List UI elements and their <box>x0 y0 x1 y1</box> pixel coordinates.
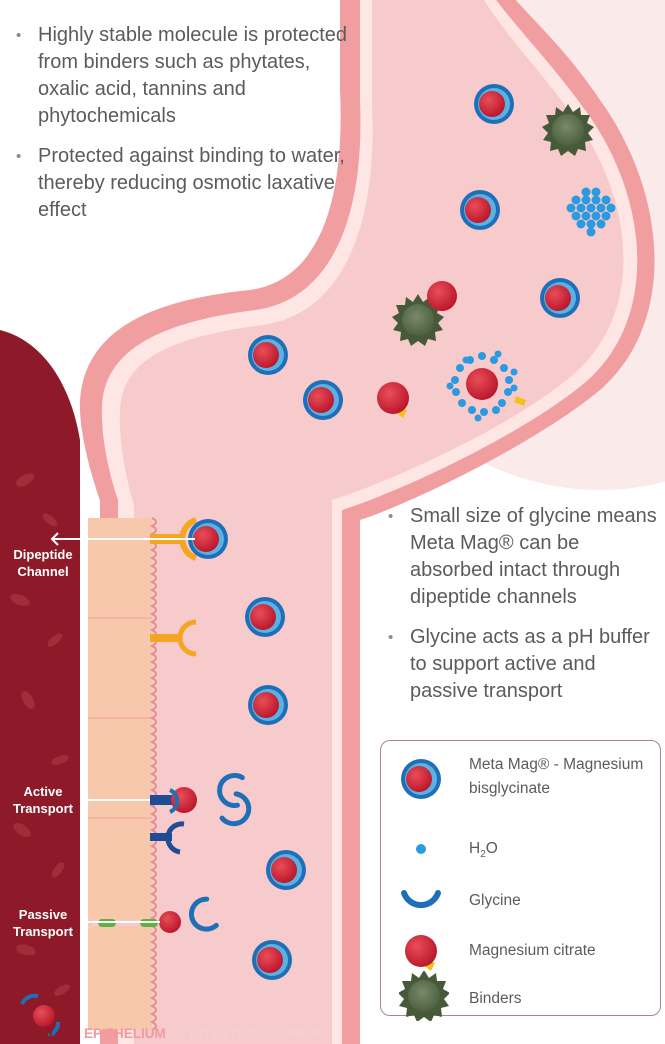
bullets-top: Highly stable molecule is protected from… <box>38 22 358 237</box>
citrate-bound-binder <box>427 281 457 311</box>
label-active-transport: Active Transport <box>2 783 84 817</box>
legend: Meta Mag® - Magnesium bisglycinate H2O G… <box>380 740 661 1016</box>
legend-glycine: Glycine <box>469 889 521 913</box>
legend-mg-citrate: Magnesium citrate <box>469 939 596 963</box>
meta-mag-molecule <box>248 685 288 725</box>
meta-mag-molecule <box>303 380 343 420</box>
epithelium-layer <box>88 518 156 1030</box>
meta-mag-icon <box>399 757 443 801</box>
glycine-icon <box>399 885 443 915</box>
legend-binders: Binders <box>469 987 522 1011</box>
footer-epithelium: EPITHELIUM <box>84 1026 166 1041</box>
bullet-glycine-size: Small size of glycine means Meta Mag® ca… <box>410 503 665 611</box>
meta-mag-molecule <box>460 190 500 230</box>
legend-water: H2O <box>469 837 498 867</box>
water-icon <box>399 839 443 859</box>
bullet-water: Protected against binding to water, ther… <box>38 143 358 224</box>
legend-meta-mag: Meta Mag® - Magnesium bisglycinate <box>469 753 659 801</box>
binder-icon <box>399 971 449 1021</box>
bullet-stability: Highly stable molecule is protected from… <box>38 22 358 130</box>
label-passive-transport: Passive Transport <box>2 906 84 940</box>
meta-mag-molecule <box>252 940 292 980</box>
meta-mag-molecule <box>540 278 580 318</box>
label-dipeptide-channel: Dipeptide Channel <box>2 546 84 580</box>
meta-mag-molecule <box>248 335 288 375</box>
footer-lumen: INTESTINAL LUMEN <box>189 1026 320 1041</box>
bullet-ph-buffer: Glycine acts as a pH buffer to support a… <box>410 624 665 705</box>
magnesium-citrate-icon <box>399 931 449 975</box>
footer-blood: BLOOD <box>4 1026 53 1041</box>
meta-mag-molecule <box>245 597 285 637</box>
meta-mag-molecule <box>474 84 514 124</box>
bullets-mid: Small size of glycine means Meta Mag® ca… <box>410 503 665 718</box>
meta-mag-molecule <box>266 850 306 890</box>
